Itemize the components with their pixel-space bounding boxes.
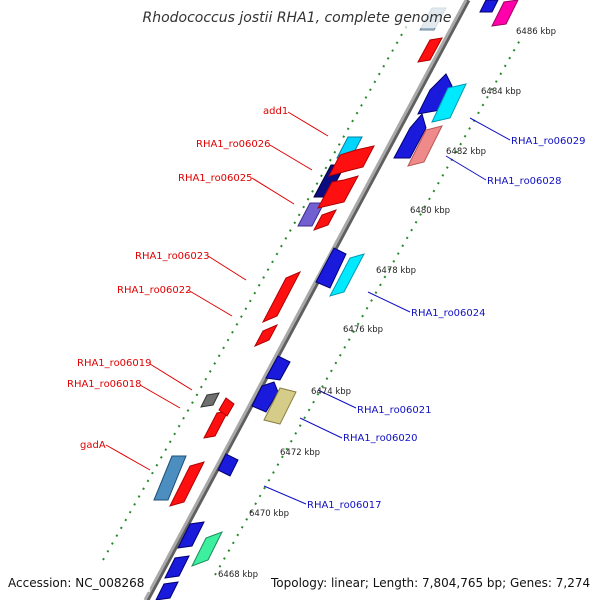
labels-left: add1 RHA1_ro06026 RHA1_ro06025 RHA1_ro06… xyxy=(67,106,288,451)
label-RHA1_ro06019[interactable]: RHA1_ro06019 xyxy=(77,358,152,369)
gene-gadA[interactable] xyxy=(153,455,187,501)
label-RHA1_ro06025[interactable]: RHA1_ro06025 xyxy=(178,173,253,184)
gene-blue-bottom-b[interactable] xyxy=(164,555,190,579)
gene-top-right-blue[interactable] xyxy=(479,0,499,13)
label-connectors xyxy=(105,111,511,505)
genes-right xyxy=(190,0,519,567)
gene-red-f[interactable] xyxy=(169,461,205,507)
kbp-6476: 6476 kbp xyxy=(343,325,383,335)
gene-red-c[interactable] xyxy=(312,209,338,231)
gene-blue-bottom-c[interactable] xyxy=(155,581,179,600)
label-RHA1_ro06018[interactable]: RHA1_ro06018 xyxy=(67,379,142,390)
scale-labels: 6468 kbp 6470 kbp 6472 kbp 6474 kbp 6476… xyxy=(218,27,556,580)
backbone-shadow xyxy=(144,0,471,600)
accession-text: Accession: NC_008268 xyxy=(8,576,144,590)
kbp-6480: 6480 kbp xyxy=(410,206,450,216)
gene-RHA1_ro06019[interactable] xyxy=(200,392,220,408)
gene-red-d[interactable] xyxy=(253,323,279,348)
gene-RHA1_ro06028[interactable] xyxy=(407,125,443,167)
footer-backdrop-right xyxy=(268,572,596,592)
label-RHA1_ro06026[interactable]: RHA1_ro06026 xyxy=(196,139,271,150)
gene-RHA1_ro06022[interactable] xyxy=(261,270,302,324)
gene-RHA1_ro06018[interactable] xyxy=(203,410,229,439)
kbp-6484: 6484 kbp xyxy=(481,87,521,97)
label-add1[interactable]: add1 xyxy=(263,106,288,117)
gene-blue-078[interactable] xyxy=(315,247,347,289)
gene-RHA1_ro06029[interactable] xyxy=(431,83,467,123)
label-gadA[interactable]: gadA xyxy=(80,440,106,451)
gene-red-a[interactable] xyxy=(328,145,375,177)
label-RHA1_ro06017[interactable]: RHA1_ro06017 xyxy=(307,500,382,511)
kbp-6486: 6486 kbp xyxy=(516,27,556,37)
label-RHA1_ro06021[interactable]: RHA1_ro06021 xyxy=(357,405,432,416)
kbp-6474: 6474 kbp xyxy=(311,387,351,397)
map-title: Rhodococcus jostii RHA1, complete genome xyxy=(142,10,451,26)
gene-blue-074b[interactable] xyxy=(251,381,279,413)
gene-teal-bottom[interactable] xyxy=(190,531,224,567)
label-RHA1_ro06023[interactable]: RHA1_ro06023 xyxy=(135,251,210,262)
gene-RHA1_ro06017[interactable] xyxy=(217,453,239,477)
footer-backdrop-left xyxy=(4,572,150,592)
gene-blue-mid[interactable] xyxy=(393,112,427,159)
labels-right: RHA1_ro06029 RHA1_ro06028 RHA1_ro06024 R… xyxy=(307,136,586,511)
gene-blue-upper[interactable] xyxy=(417,73,453,115)
backbone xyxy=(143,0,468,600)
kbp-6468: 6468 kbp xyxy=(218,570,258,580)
gene-blue-074a[interactable] xyxy=(265,355,291,381)
gene-top-left-red[interactable] xyxy=(417,37,443,63)
title-backdrop xyxy=(145,6,450,28)
genome-summary-text: Topology: linear; Length: 7,804,765 bp; … xyxy=(270,576,590,590)
label-RHA1_ro06029[interactable]: RHA1_ro06029 xyxy=(511,136,586,147)
gene-RHA1_ro06024[interactable] xyxy=(329,253,365,297)
tick-track-right xyxy=(214,39,521,576)
gene-blue-bottom-a[interactable] xyxy=(177,521,205,549)
gene-red-e[interactable] xyxy=(218,397,235,417)
genes-left xyxy=(153,7,447,600)
kbp-6470: 6470 kbp xyxy=(249,509,289,519)
gene-red-b[interactable] xyxy=(317,175,360,209)
label-RHA1_ro06020[interactable]: RHA1_ro06020 xyxy=(343,433,418,444)
gene-RHA1_ro06020[interactable] xyxy=(263,387,297,425)
kbp-6472: 6472 kbp xyxy=(280,448,320,458)
kbp-6478: 6478 kbp xyxy=(376,266,416,276)
kbp-6482: 6482 kbp xyxy=(446,147,486,157)
gene-top-right-pink[interactable] xyxy=(491,0,519,27)
label-RHA1_ro06028[interactable]: RHA1_ro06028 xyxy=(487,176,562,187)
label-RHA1_ro06022[interactable]: RHA1_ro06022 xyxy=(117,285,192,296)
label-RHA1_ro06024[interactable]: RHA1_ro06024 xyxy=(411,308,486,319)
